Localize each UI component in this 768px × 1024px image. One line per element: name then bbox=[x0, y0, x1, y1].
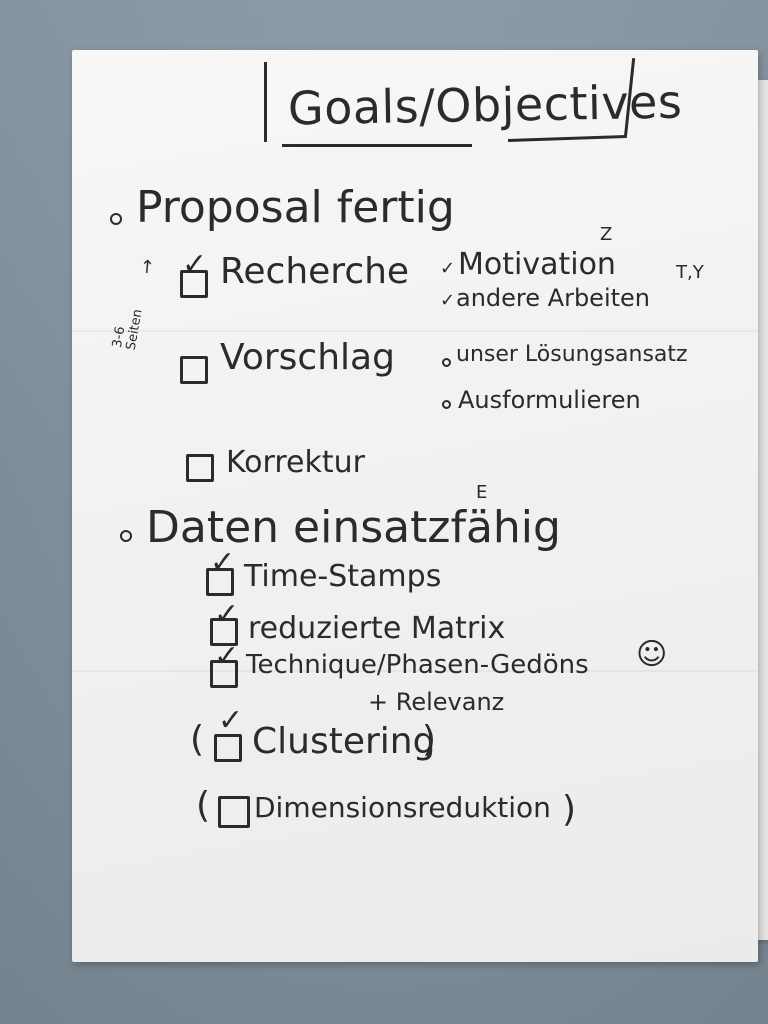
checkmark-icon: ✓ bbox=[214, 597, 240, 632]
note-item: Ausformulieren bbox=[458, 386, 641, 414]
flipchart-paper bbox=[72, 50, 758, 962]
checklist-item: Time-Stamps bbox=[244, 559, 442, 594]
title-underline bbox=[282, 144, 472, 147]
checklist-subitem: + Relevanz bbox=[368, 688, 505, 716]
checkbox bbox=[180, 270, 208, 298]
bullet bbox=[120, 530, 132, 542]
checkmark-icon: ✓ bbox=[440, 258, 456, 279]
paren-close: ) bbox=[562, 789, 577, 830]
note-item: unser Lösungsansatz bbox=[456, 342, 688, 367]
paper-fold bbox=[72, 330, 758, 332]
paper-fold bbox=[72, 670, 758, 672]
checkmark-icon: ✓ bbox=[182, 247, 208, 282]
checkbox bbox=[210, 660, 238, 688]
bullet bbox=[110, 213, 122, 225]
checklist-item: Recherche bbox=[220, 251, 410, 292]
paren-open: ( bbox=[190, 719, 205, 760]
bullet bbox=[442, 400, 451, 409]
paren-close: ) bbox=[422, 719, 437, 760]
title-bar-left bbox=[264, 62, 267, 142]
checkbox bbox=[180, 356, 208, 384]
initial-mark: Z bbox=[600, 224, 613, 245]
section-heading: Daten einsatzfähig bbox=[146, 502, 561, 553]
initial-mark: T,Y bbox=[676, 262, 704, 283]
checklist-item: Technique/Phasen-Gedöns bbox=[246, 650, 589, 680]
checkmark-icon: ✓ bbox=[214, 639, 240, 674]
checklist-item: Dimensionsreduktion bbox=[254, 791, 551, 824]
checkbox bbox=[218, 796, 250, 828]
bullet bbox=[442, 358, 451, 367]
checkbox bbox=[206, 568, 234, 596]
initial-mark: E bbox=[476, 482, 488, 503]
checkmark-icon: ✓ bbox=[210, 545, 236, 580]
note-item: Motivation bbox=[458, 247, 616, 282]
checklist-item: Vorschlag bbox=[220, 337, 395, 378]
checklist-item: reduzierte Matrix bbox=[248, 611, 506, 646]
checkmark-icon: ✓ bbox=[218, 703, 244, 738]
smiley-icon: ☺ bbox=[636, 637, 668, 672]
section-heading: Proposal fertig bbox=[136, 182, 455, 233]
checklist-item: Korrektur bbox=[226, 445, 365, 480]
checkbox bbox=[186, 454, 214, 482]
checkbox bbox=[214, 734, 242, 762]
paren-open: ( bbox=[196, 785, 211, 826]
checklist-item: Clustering bbox=[252, 721, 436, 762]
checkmark-icon: ✓ bbox=[440, 290, 456, 311]
checkbox bbox=[210, 618, 238, 646]
note-item: andere Arbeiten bbox=[456, 284, 650, 312]
page-title: Goals/Objectives bbox=[287, 74, 683, 136]
